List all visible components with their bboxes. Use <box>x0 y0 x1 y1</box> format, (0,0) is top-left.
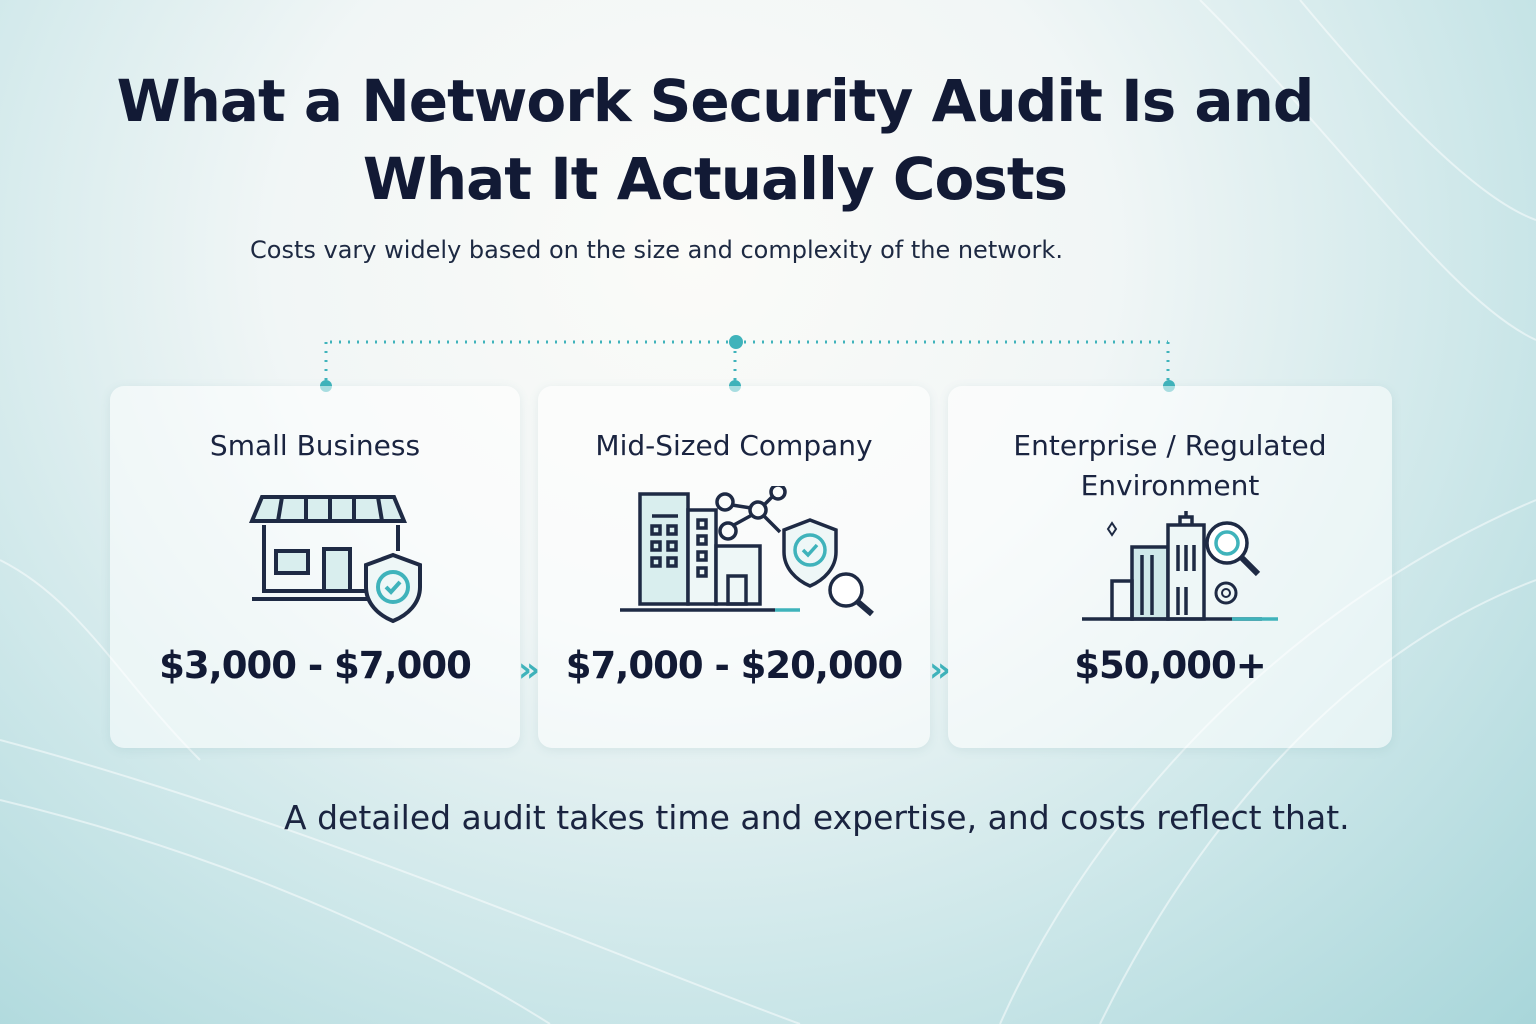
tier-price: $3,000 - $7,000 <box>159 644 472 687</box>
tier-card-small-business: Small Business $3,000 - $7,000 <box>110 386 520 748</box>
chevron-right-icon: » <box>518 650 540 690</box>
footer-note: A detailed audit takes time and expertis… <box>284 798 1350 837</box>
office-buildings-shield-magnifier-icon <box>620 486 874 617</box>
tier-card-mid-sized: Mid-Sized Company $7,000 - $20,000 <box>538 386 930 748</box>
tier-label: Mid-Sized Company <box>595 429 873 462</box>
tier-price: $7,000 - $20,000 <box>565 644 903 687</box>
tier-label: Small Business <box>209 429 421 462</box>
tier-price: $50,000+ <box>1074 644 1267 687</box>
skyscrapers-magnifier-gear-icon <box>1082 511 1278 621</box>
connector-dot <box>729 335 743 349</box>
tier-label: Enterprise / Regulated Environment <box>1013 429 1327 502</box>
tier-card-enterprise: Enterprise / Regulated Environment $50,0… <box>948 386 1392 748</box>
chevron-right-icon: » <box>929 650 951 690</box>
storefront-shield-icon <box>249 495 422 624</box>
subtitle: Costs vary widely based on the size and … <box>250 236 1063 264</box>
